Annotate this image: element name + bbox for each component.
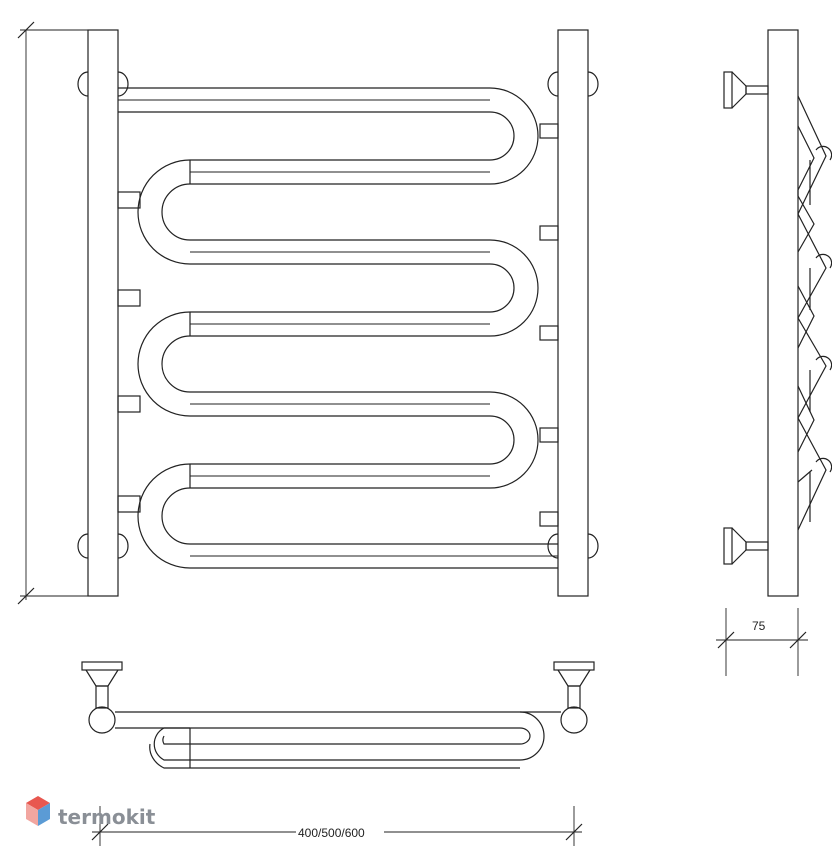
hexagon-cube-icon	[26, 796, 50, 826]
serpentine-pipe-outer	[118, 87, 558, 545]
height-dimension	[17, 21, 88, 605]
logo-text: termokit	[58, 805, 156, 829]
width-dimension-label: 400/500/600	[298, 826, 365, 840]
pipe-stubs	[117, 123, 559, 527]
right-collector	[557, 29, 589, 597]
side-zigzag-inner	[797, 125, 815, 483]
side-pipe-ends	[809, 145, 832, 522]
depth-dimension-label: 75	[752, 619, 766, 633]
top-mount-right	[553, 661, 595, 734]
left-collector	[87, 29, 119, 597]
side-bracket-top	[723, 71, 769, 109]
top-loop	[153, 711, 545, 761]
width-dimension: 400/500/600	[91, 806, 583, 846]
pipe-centre-lines	[118, 99, 558, 557]
side-collector	[767, 29, 799, 597]
side-bracket-bottom	[723, 527, 769, 565]
side-zigzag-outer	[797, 95, 827, 531]
front-view	[17, 21, 599, 605]
serpentine-pipe-inner	[118, 111, 558, 569]
top-view	[81, 661, 595, 769]
termokit-logo: termokit	[26, 796, 156, 829]
front-wall-brackets	[77, 71, 599, 559]
top-mount-left	[81, 661, 123, 734]
depth-dimension: 75	[716, 608, 808, 676]
side-view: 75	[716, 29, 832, 676]
